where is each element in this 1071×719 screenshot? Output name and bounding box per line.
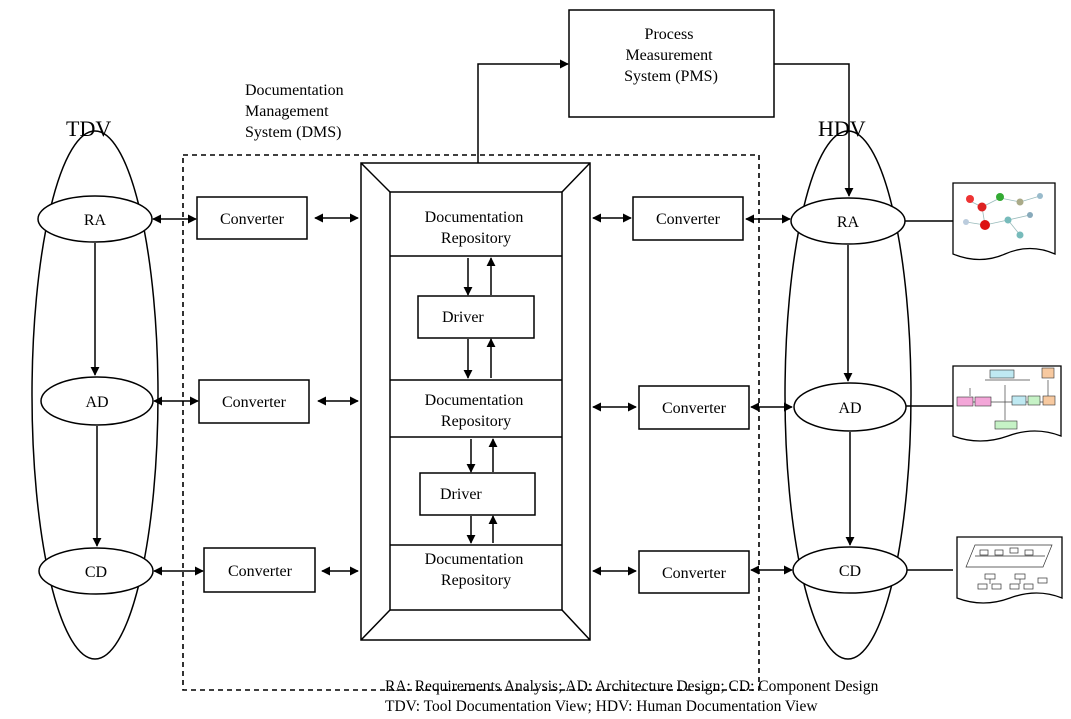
converter-left-3-label: Converter xyxy=(228,563,293,580)
tdv-cd-label: CD xyxy=(85,564,107,581)
driver-1-label: Driver xyxy=(442,309,484,326)
legend-line-2: TDV: Tool Documentation View; HDV: Human… xyxy=(385,698,818,715)
hdv-ad-label: AD xyxy=(838,400,861,417)
architecture-document-icon xyxy=(906,365,1062,442)
tdv-ra-label: RA xyxy=(84,212,107,229)
driver-2-box[interactable] xyxy=(419,472,536,516)
pms-box[interactable] xyxy=(568,9,775,118)
repository-1-label: Documentation Repository xyxy=(425,209,528,247)
tdv-ra-node[interactable] xyxy=(37,195,153,243)
dms-label: Documentation Management System (DMS) xyxy=(245,82,348,141)
tdv-ad-label: AD xyxy=(85,394,108,411)
component-design-document-icon xyxy=(907,536,1063,604)
legend-line-1: RA: Requirements Analysis; AD: Architect… xyxy=(385,678,879,695)
pms-to-hdv-arrow xyxy=(774,63,854,197)
tdv-ad-node[interactable] xyxy=(40,376,154,426)
converter-right-1-label: Converter xyxy=(656,211,721,228)
converter-right-3[interactable] xyxy=(638,550,750,594)
bidirectional-arrows xyxy=(152,213,793,576)
converter-left-1[interactable] xyxy=(196,196,308,240)
pms-label: Process Measurement System (PMS) xyxy=(624,26,718,85)
converter-left-1-label: Converter xyxy=(220,211,285,228)
dms-boundary xyxy=(182,154,760,691)
driver-1-box[interactable] xyxy=(417,295,535,339)
requirements-document-icon xyxy=(905,182,1056,261)
dms-to-pms-arrow xyxy=(477,59,569,163)
hdv-ad-node[interactable] xyxy=(793,382,907,432)
converter-left-3[interactable] xyxy=(203,547,316,593)
hdv-ra-label: RA xyxy=(837,214,860,231)
driver-2-label: Driver xyxy=(440,486,482,503)
tdv-flow-arrows xyxy=(90,243,102,547)
hdv-cd-label: CD xyxy=(839,563,861,580)
tdv-ellipse xyxy=(31,130,159,660)
repository-3-label: Documentation Repository xyxy=(425,551,528,589)
hdv-ellipse xyxy=(784,130,912,660)
hdv-label: HDV xyxy=(818,116,866,141)
converter-right-2[interactable] xyxy=(638,385,750,430)
repository-frame xyxy=(360,162,591,641)
tdv-label: TDV xyxy=(66,116,111,141)
converter-right-2-label: Converter xyxy=(662,400,727,417)
driver-arrows xyxy=(463,257,498,544)
converter-right-1[interactable] xyxy=(632,196,744,241)
converter-right-3-label: Converter xyxy=(662,565,727,582)
converter-left-2-label: Converter xyxy=(222,394,287,411)
repository-2-label: Documentation Repository xyxy=(425,392,528,430)
tdv-cd-node[interactable] xyxy=(38,547,154,595)
converter-left-2[interactable] xyxy=(198,379,310,424)
hdv-flow-arrows xyxy=(843,245,855,546)
